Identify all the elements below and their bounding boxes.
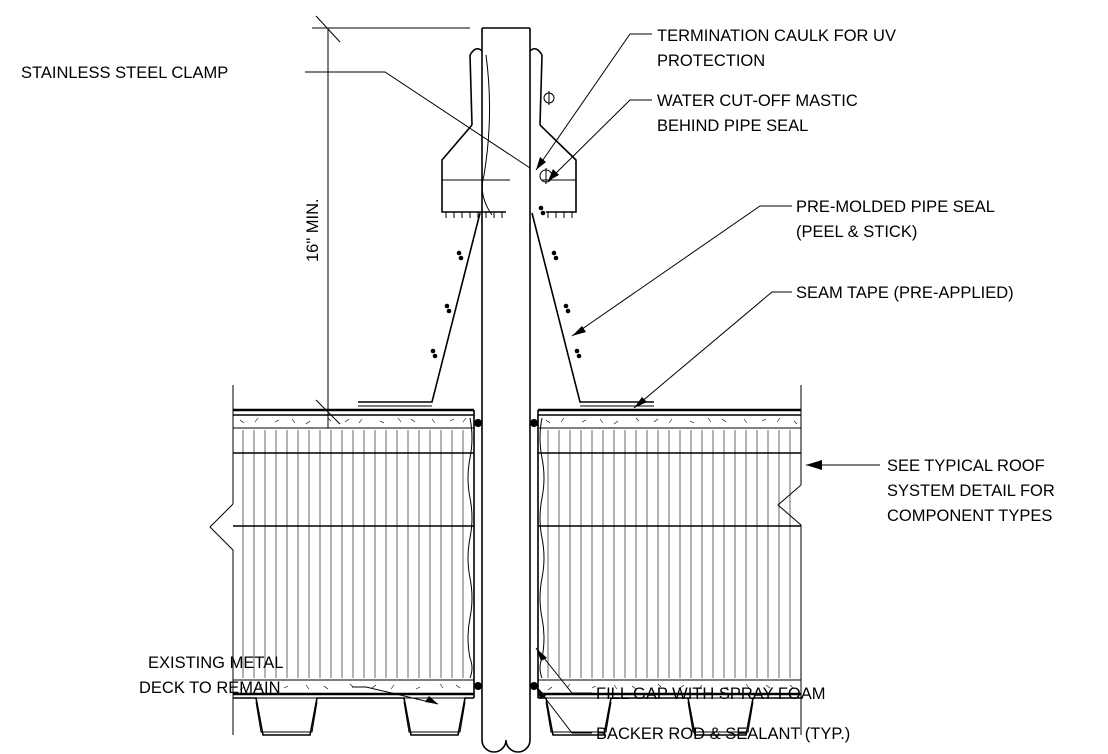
- label-water-cutoff-line2: BEHIND PIPE SEAL: [657, 117, 808, 135]
- pipe: [481, 27, 531, 753]
- leader-lines: [305, 33, 880, 734]
- label-typical-roof-line1: SEE TYPICAL ROOF: [887, 457, 1045, 475]
- label-existing-deck-line1: EXISTING METAL: [148, 654, 283, 672]
- pipe-boot: [358, 47, 654, 407]
- label-water-cutoff-line1: WATER CUT-OFF MASTIC: [657, 92, 858, 110]
- label-pipe-seal-line2: (PEEL & STICK): [796, 223, 917, 241]
- label-fill-gap: FILL GAP WITH SPRAY FOAM: [596, 685, 826, 703]
- label-typical-roof-line3: COMPONENT TYPES: [887, 507, 1052, 525]
- label-termination-caulk-line1: TERMINATION CAULK FOR UV: [657, 27, 896, 45]
- label-pipe-seal-line1: PRE-MOLDED PIPE SEAL: [796, 198, 995, 216]
- label-termination-caulk-line2: PROTECTION: [657, 52, 765, 70]
- dimension-label: 16" MIN.: [304, 198, 322, 262]
- label-backer-rod: BACKER ROD & SEALANT (TYP.): [596, 725, 850, 743]
- roof-assembly: [209, 385, 802, 736]
- label-existing-deck-line2: DECK TO REMAIN: [139, 679, 281, 697]
- label-typical-roof-line2: SYSTEM DETAIL FOR: [887, 482, 1055, 500]
- label-stainless-steel-clamp: STAINLESS STEEL CLAMP: [21, 64, 228, 82]
- label-seam-tape: SEAM TAPE (PRE-APPLIED): [796, 284, 1014, 302]
- dimension-16in: [312, 15, 470, 428]
